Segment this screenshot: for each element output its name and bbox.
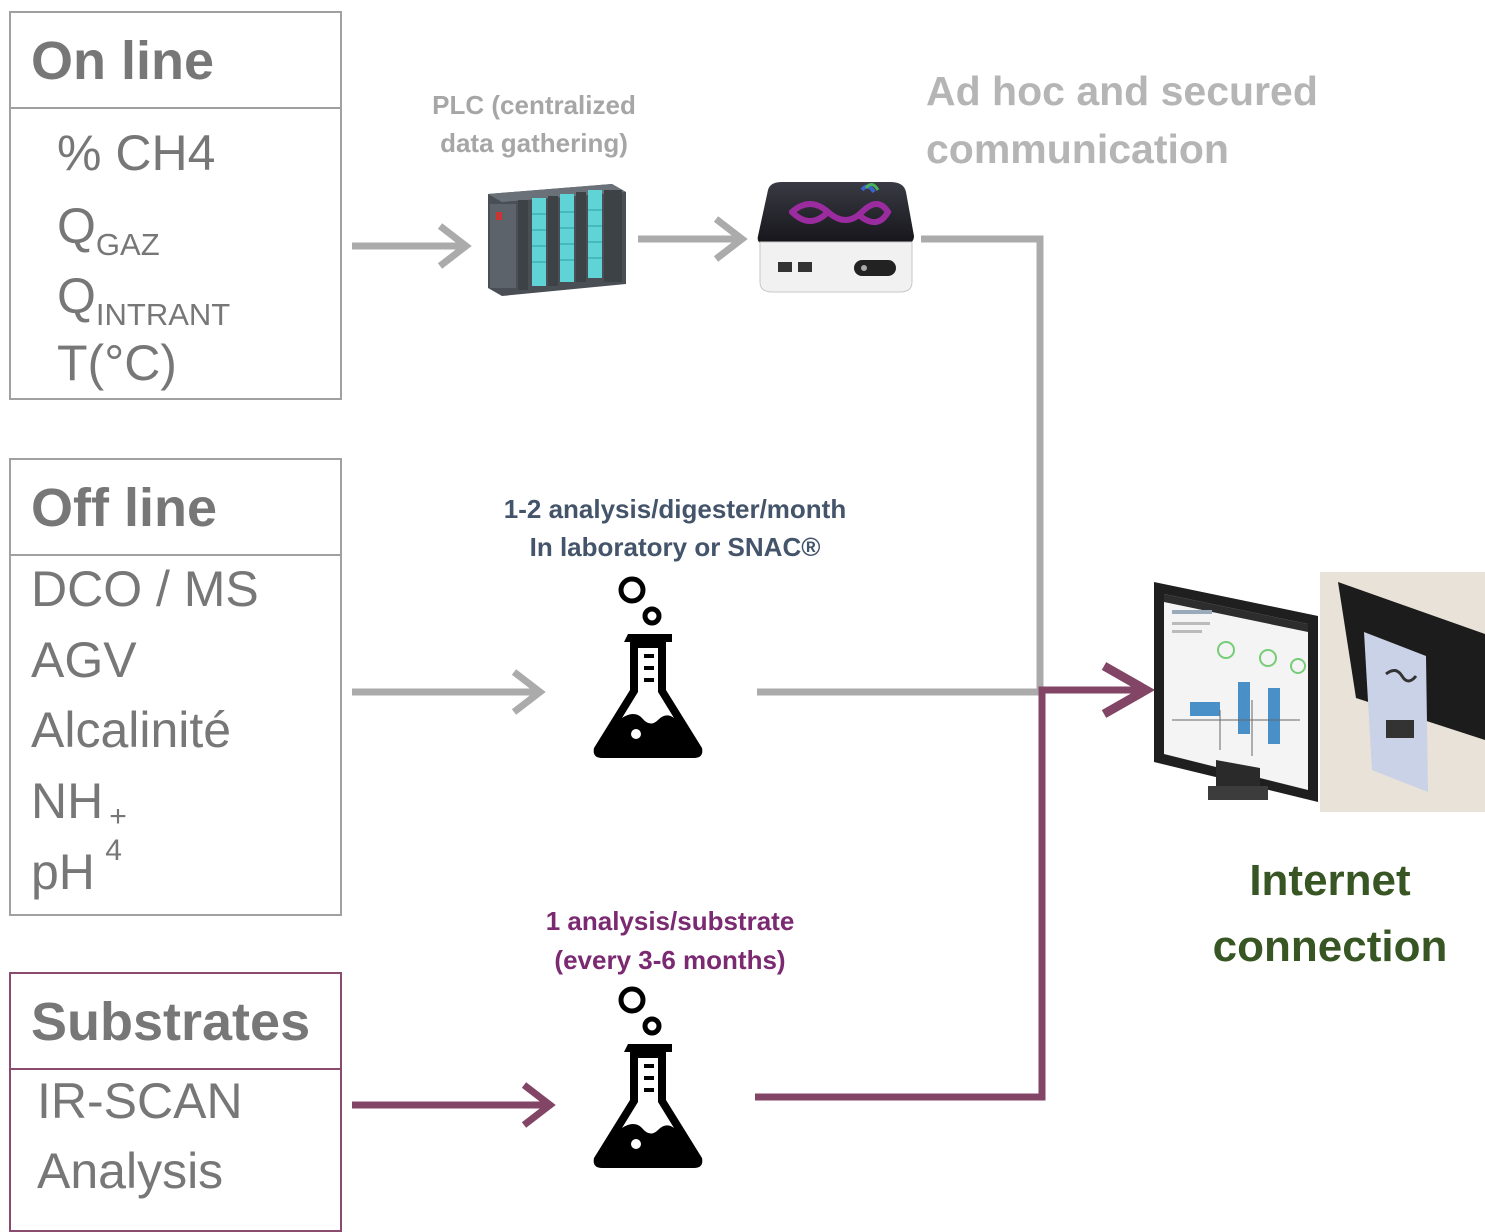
online-item-temperature: T(°C) — [57, 335, 177, 391]
substrate-frequency-caption: 1 analysis/substrate(every 3-6 months) — [545, 906, 795, 975]
line-substrate-flask-to-monitor — [755, 686, 1140, 1101]
offline-item-agv: AGV — [31, 632, 137, 688]
arrow-online-to-plc — [352, 223, 472, 269]
substrates-box: Substrates IR-SCAN Analysis — [9, 972, 342, 1232]
online-box-title: On line — [11, 13, 340, 109]
offline-item-alcalinite: Alcalinité — [31, 702, 232, 758]
plc-controller-icon — [488, 184, 626, 296]
gateway-box-icon — [757, 182, 914, 293]
offline-item-ph: pH — [31, 844, 95, 900]
line-gateway-to-monitor — [921, 235, 1044, 690]
arrow-offline-to-flask — [352, 669, 546, 715]
online-item-qintrant: QINTRANT — [57, 268, 231, 332]
lab-flask-icon — [593, 986, 703, 1168]
substrates-box-title: Substrates — [11, 974, 340, 1070]
lab-flask-icon — [593, 576, 703, 758]
online-item-qgaz: QGAZ — [57, 198, 160, 262]
substrates-item-irscan: IR-SCAN — [37, 1073, 243, 1129]
monitor-dashboard-icon — [1154, 572, 1485, 812]
offline-item-dco-ms: DCO / MS — [31, 561, 259, 617]
arrow-substrates-to-flask — [352, 1082, 556, 1128]
substrates-item-analysis: Analysis — [37, 1143, 224, 1199]
arrowhead-to-monitor — [1101, 662, 1156, 718]
online-box: On line % CH4 QGAZ QINTRANT T(°C) — [9, 11, 342, 400]
online-item-ch4: % CH4 — [57, 125, 216, 181]
offline-box-title: Off line — [11, 460, 340, 556]
arrow-plc-to-gateway — [638, 216, 748, 262]
